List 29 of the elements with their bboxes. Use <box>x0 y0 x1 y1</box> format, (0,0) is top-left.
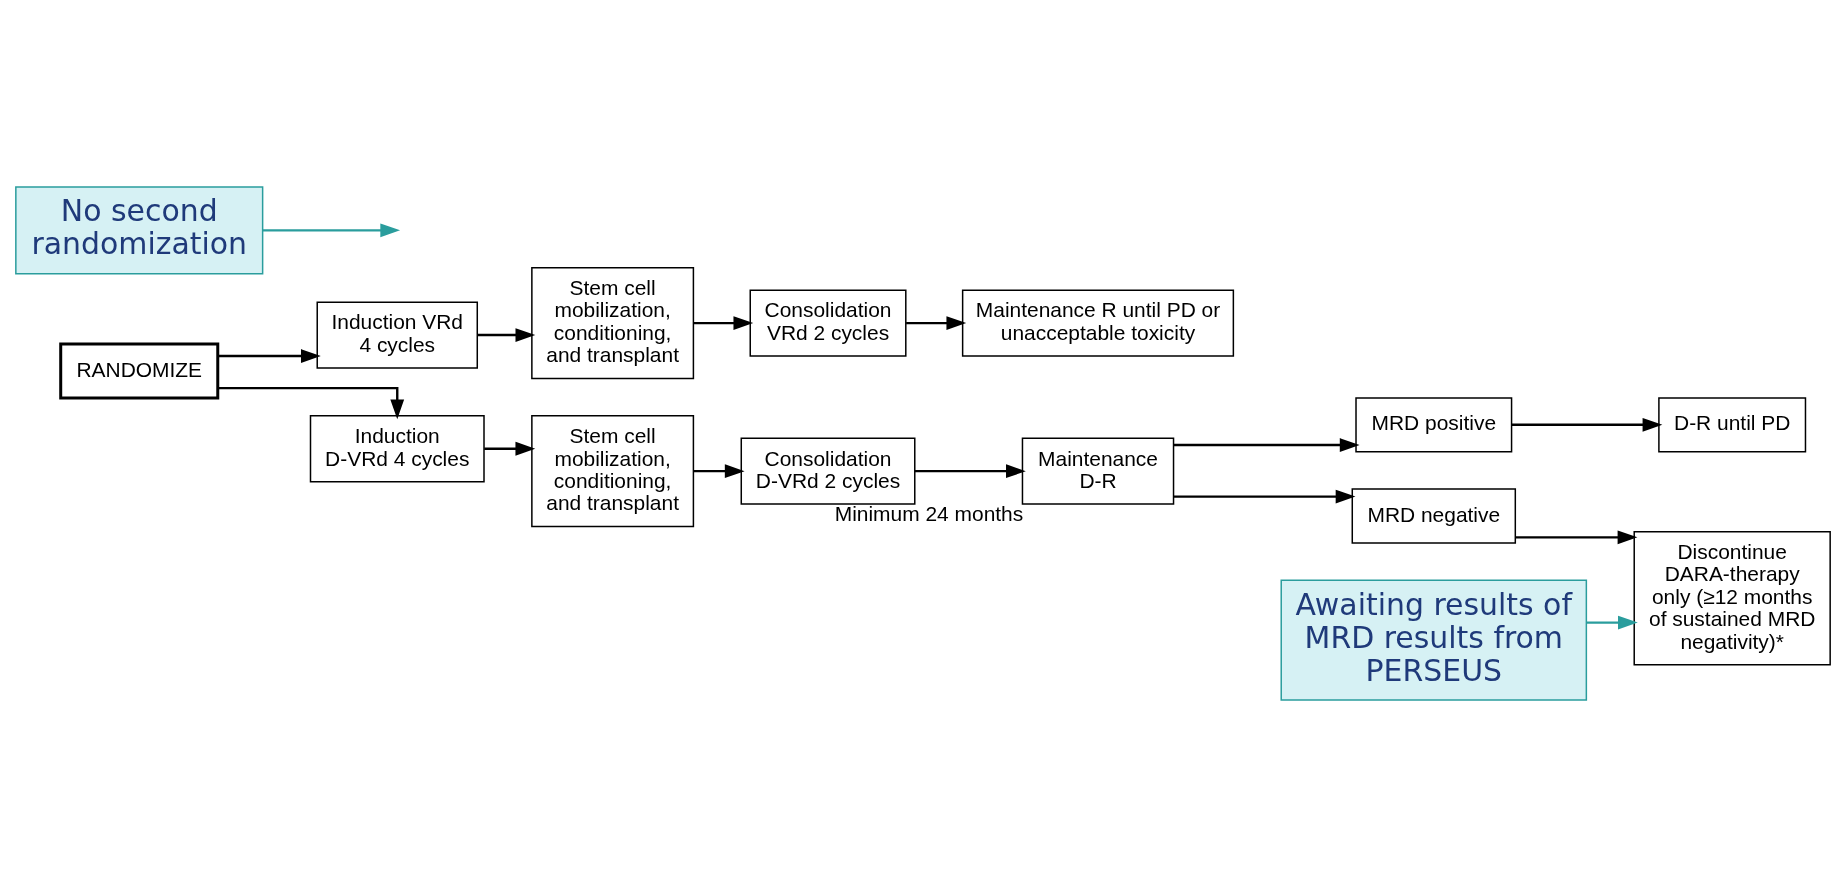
arrow <box>1511 417 1662 432</box>
arrow <box>692 315 753 330</box>
node-box: Consolidation D-VRd 2 cycles <box>740 437 915 505</box>
arrow <box>483 441 535 456</box>
node-box: Stem cell mobilization, conditioning, and transplant <box>530 266 694 379</box>
node-box: RANDOMIZE <box>58 342 219 399</box>
node-box: Induction VRd 4 cycles <box>316 300 478 369</box>
arrow <box>1173 489 1355 503</box>
arrow <box>1173 437 1360 452</box>
node-box: Stem cell mobilization, conditioning, and transplant <box>530 414 694 527</box>
arrow <box>1586 615 1638 630</box>
arrow <box>905 315 966 330</box>
arrow <box>217 348 321 363</box>
node-box: MRD positive <box>1354 396 1512 452</box>
node-box: Maintenance R until PD or unacceptable toxicity <box>961 288 1234 357</box>
arrow <box>262 222 400 237</box>
node-box: MRD negative <box>1351 487 1516 544</box>
node-box: Consolidation VRd 2 cycles <box>749 288 907 357</box>
node-box: Discontinue DARA-therapy only (≥12 months of sustained MRD negativity)* <box>1632 530 1831 666</box>
node-box: Induction D-VRd 4 cycles <box>309 414 485 482</box>
node-box: No second randomization <box>14 185 263 274</box>
node-box: Awaiting results of MRD results from PERSEUS <box>1280 579 1587 701</box>
arrow <box>217 386 404 419</box>
arrow <box>914 463 1026 478</box>
node-box: Maintenance D-R <box>1021 437 1174 505</box>
arrow <box>1514 529 1637 544</box>
arrow <box>692 463 745 478</box>
arrow <box>476 327 535 342</box>
node-box: D-R until PD <box>1657 396 1806 452</box>
